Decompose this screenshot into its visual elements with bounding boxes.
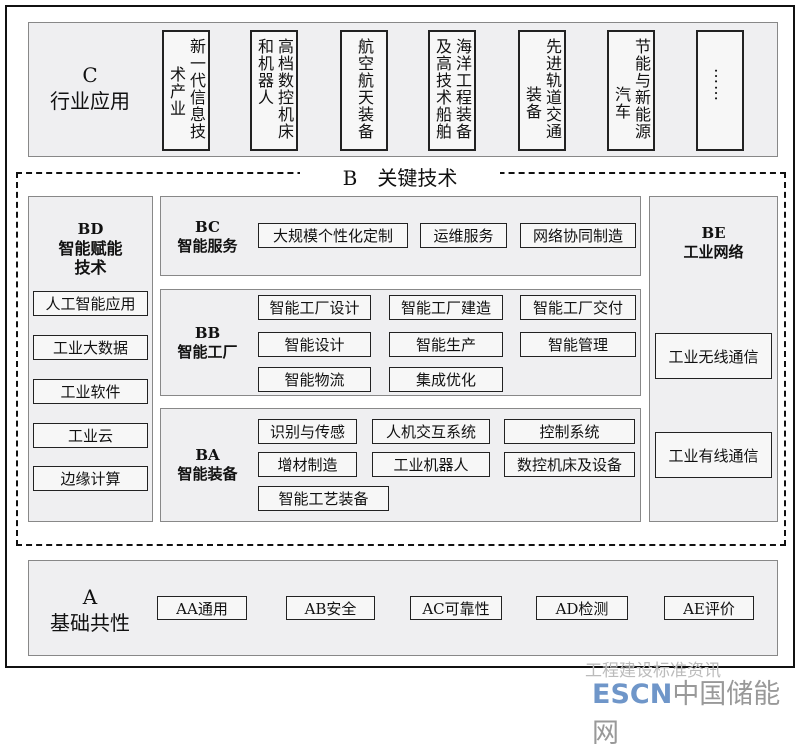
layer-a-title: 基础共性 — [50, 611, 130, 635]
bb-item: 智能设计 — [258, 332, 371, 357]
be-item: 工业有线通信 — [655, 432, 772, 478]
bb-item: 智能生产 — [389, 332, 503, 357]
watermark-logo: ESCN中国储能网 — [592, 672, 800, 750]
a-item: AB安全 — [286, 596, 375, 620]
industry-text: 汽车 — [612, 86, 631, 120]
bd-item: 人工智能应用 — [33, 291, 148, 316]
bc-code: BC — [195, 218, 220, 236]
ba-item: 增材制造 — [258, 452, 357, 477]
bc-item: 网络协同制造 — [520, 223, 636, 248]
watermark-brand: ESCN — [592, 679, 673, 710]
industry-box: 节能与新能源汽车 — [607, 30, 655, 151]
be-title: 工业网络 — [683, 243, 744, 261]
bc-item: 大规模个性化定制 — [258, 223, 408, 248]
bc-item: 运维服务 — [420, 223, 507, 248]
be-item: 工业无线通信 — [655, 333, 772, 379]
industry-box: 海洋工程装备及高技术船舶 — [428, 30, 476, 151]
bd-item: 工业云 — [33, 423, 148, 448]
bd-item: 工业大数据 — [33, 335, 148, 360]
bb-code: BB — [194, 324, 221, 342]
industry-text: 先进轨道交通 — [543, 38, 562, 140]
industry-box: 高档数控机床和机器人 — [250, 30, 298, 151]
ba-item: 智能工艺装备 — [258, 486, 389, 511]
industry-text: 装备 — [523, 86, 542, 120]
bb-item: 智能工厂设计 — [258, 295, 371, 320]
layer-c-code: C — [82, 63, 98, 87]
bb-title: 智能工厂 — [177, 343, 238, 361]
industry-text: …… — [711, 68, 730, 102]
ba-title: 智能装备 — [177, 465, 238, 483]
industry-box: 先进轨道交通装备 — [518, 30, 566, 151]
bd-item: 边缘计算 — [33, 466, 148, 491]
layer-a-panel — [28, 560, 778, 656]
a-item: AD检测 — [536, 596, 628, 620]
industry-text: 和机器人 — [255, 38, 274, 106]
industry-text: 节能与新能源 — [632, 38, 651, 140]
industry-text: 术产业 — [167, 66, 186, 117]
ba-item: 工业机器人 — [372, 452, 490, 477]
industry-text: 及高技术船舶 — [433, 38, 452, 140]
layer-c-panel — [28, 22, 778, 157]
a-item: AC可靠性 — [410, 596, 502, 620]
layer-c-title: 行业应用 — [50, 89, 130, 113]
bb-item: 智能工厂建造 — [389, 295, 503, 320]
bc-title: 智能服务 — [177, 237, 238, 255]
watermark-text: 工程建设标准资讯 — [585, 661, 721, 681]
industry-box: …… — [696, 30, 744, 151]
ba-code: BA — [195, 446, 220, 464]
bb-item: 智能工厂交付 — [520, 295, 636, 320]
bb-item: 智能物流 — [258, 367, 371, 392]
a-item: AE评价 — [664, 596, 754, 620]
industry-text: 高档数控机床 — [275, 38, 294, 140]
ba-item: 识别与传感 — [258, 419, 357, 444]
ba-item: 控制系统 — [504, 419, 635, 444]
industry-text: 航空航天装备 — [355, 38, 374, 140]
bb-item: 集成优化 — [389, 367, 503, 392]
ba-item: 人机交互系统 — [372, 419, 490, 444]
bd-title: 智能赋能技术 — [58, 239, 123, 277]
industry-box: 航空航天装备 — [340, 30, 388, 151]
a-item: AA通用 — [157, 596, 247, 620]
be-code: BE — [701, 224, 726, 242]
bd-code: BD — [77, 220, 104, 238]
ba-item: 数控机床及设备 — [504, 452, 635, 477]
bb-item: 智能管理 — [520, 332, 636, 357]
industry-box: 新一代信息技术产业 — [162, 30, 210, 151]
industry-text: 海洋工程装备 — [453, 38, 472, 140]
industry-text: 新一代信息技 — [187, 38, 206, 140]
bd-item: 工业软件 — [33, 379, 148, 404]
diagram-frame — [5, 5, 795, 668]
layer-b-title: B 关键技术 — [300, 162, 500, 191]
layer-a-code: A — [82, 585, 98, 609]
